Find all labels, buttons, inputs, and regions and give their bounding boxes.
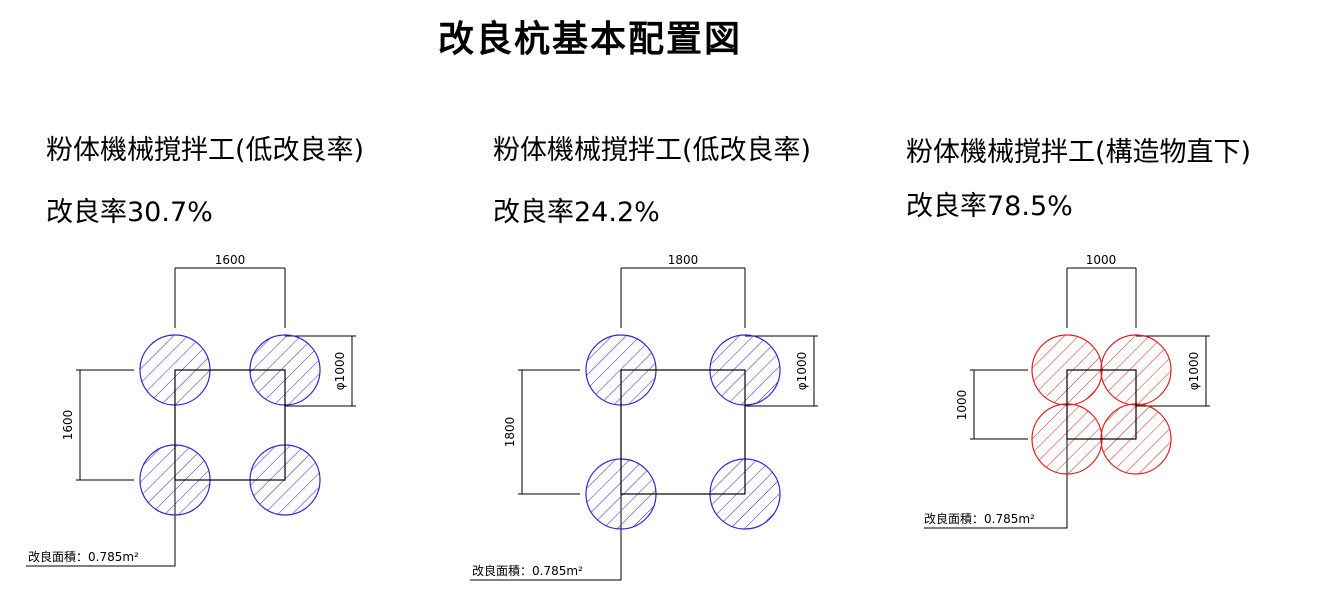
area-label: 改良面積：0.785m² — [924, 511, 1035, 526]
panel-2-diagram: 1800 1800 φ1000 改良面積：0.785m² — [470, 253, 818, 581]
page-title: 改良杭基本配置図 — [437, 19, 742, 60]
diameter-label: φ1000 — [333, 352, 347, 390]
pitch-horizontal-label: 1600 — [215, 253, 246, 267]
pitch-horizontal-label: 1000 — [1086, 253, 1117, 267]
panel-2-method: 粉体機械撹拌工(低改良率) — [493, 135, 812, 166]
pitch-vertical-label: 1600 — [61, 410, 75, 441]
pitch-square — [1066, 369, 1137, 440]
panel-1-method: 粉体機械撹拌工(低改良率) — [46, 135, 365, 166]
area-label: 改良面積：0.785m² — [472, 563, 583, 578]
pitch-square — [620, 369, 746, 495]
panel-3-dimension-lines — [924, 267, 1210, 529]
diameter-label: φ1000 — [1187, 352, 1201, 390]
pitch-square — [174, 369, 286, 481]
pitch-vertical-label: 1000 — [955, 390, 969, 421]
diameter-label: φ1000 — [795, 352, 809, 390]
panel-1-rate: 改良率30.7% — [46, 197, 213, 228]
panel-3-diagram: 1000 1000 φ1000 改良面積：0.785m² — [924, 253, 1210, 529]
panel-3-rate: 改良率78.5% — [906, 191, 1073, 222]
panel-3-method: 粉体機械撹拌工(構造物直下) — [906, 137, 1252, 168]
panel-1-dimension-lines — [26, 267, 356, 567]
pitch-horizontal-label: 1800 — [668, 253, 699, 267]
panel-1-diagram: 1600 1600 φ1000 改良面積：0.785m² — [26, 253, 356, 567]
area-label: 改良面積：0.785m² — [28, 549, 139, 564]
pitch-vertical-label: 1800 — [503, 417, 517, 448]
panel-2-rate: 改良率24.2% — [493, 197, 660, 228]
panel-2-dimension-lines — [470, 267, 818, 581]
